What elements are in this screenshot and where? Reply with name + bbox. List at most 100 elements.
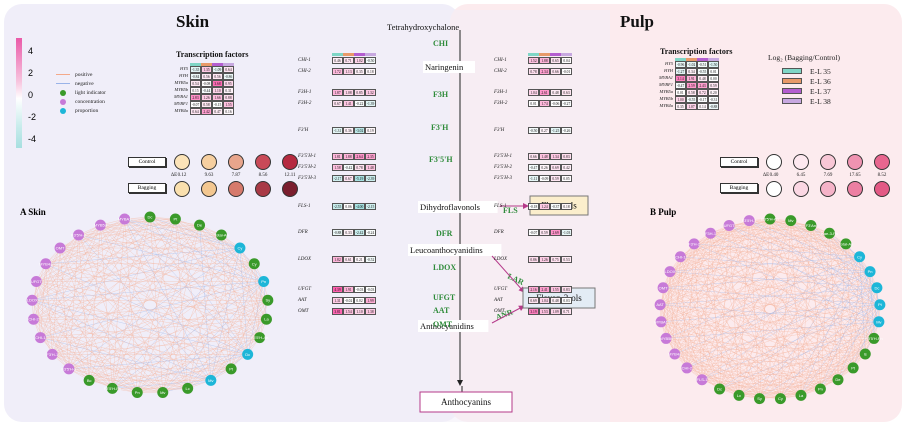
bagging-color-circle bbox=[174, 181, 190, 197]
network-edge bbox=[710, 233, 720, 390]
heatmap-cell: 2.42 bbox=[201, 108, 212, 115]
network-node-proportion bbox=[874, 299, 886, 311]
gene-label: LDOX bbox=[494, 257, 508, 262]
network-edge bbox=[738, 243, 847, 396]
network-edge bbox=[662, 287, 688, 368]
heatmap-cell: -0.42 bbox=[343, 164, 354, 171]
network-node-label: Dc bbox=[717, 386, 722, 391]
network-edge bbox=[665, 338, 760, 399]
network-edge bbox=[33, 319, 90, 381]
network-edge bbox=[60, 234, 222, 249]
heatmap-cell: -0.55 bbox=[697, 68, 708, 75]
gene-label: UFGT bbox=[298, 287, 312, 292]
legend-label: E-L 37 bbox=[810, 86, 831, 96]
network-edge bbox=[124, 218, 188, 389]
heatmap-cell: 1.04 bbox=[528, 89, 539, 96]
bagging-label: Bagging bbox=[128, 183, 166, 193]
network-edge bbox=[175, 218, 248, 355]
network-edge bbox=[837, 338, 875, 380]
heatmap-cell: -0.09 bbox=[539, 175, 550, 182]
network-edge bbox=[32, 218, 176, 301]
network-edge bbox=[78, 234, 232, 370]
gene-label: MYB4a bbox=[174, 108, 189, 113]
network-node-proportion bbox=[205, 374, 217, 386]
network-node-light bbox=[262, 294, 274, 306]
network-edge bbox=[661, 220, 791, 322]
heatmap-cell: 0.64 bbox=[190, 108, 201, 115]
heatmap-row: HY5-0.96-1.02-0.51-1.50 bbox=[645, 61, 719, 68]
legend-swatch bbox=[782, 98, 802, 104]
delta-e-value: 7.87 bbox=[231, 173, 241, 178]
legend-label: positive bbox=[75, 71, 93, 78]
network-edge bbox=[728, 225, 802, 396]
panel-letter: A bbox=[20, 207, 27, 217]
heatmap-cell: 1.82 bbox=[332, 256, 343, 263]
heatmap-cell: 1.34 bbox=[550, 153, 561, 160]
network-node-label: Mv bbox=[876, 319, 881, 324]
network-node-light bbox=[847, 362, 859, 374]
legend-item: concentration bbox=[56, 97, 106, 106]
network-edge bbox=[40, 216, 151, 338]
heatmap-cell: 0.95 bbox=[223, 80, 234, 87]
control-color-circle bbox=[820, 154, 836, 170]
gene-label: OMT bbox=[298, 309, 309, 314]
heatmap-cell: -2.17 bbox=[332, 175, 343, 182]
heatmap-cell: -0.03 bbox=[365, 286, 376, 293]
network-edge bbox=[36, 225, 101, 282]
series-color-strip bbox=[528, 53, 572, 56]
network-edge bbox=[663, 287, 854, 369]
network-edge bbox=[45, 247, 240, 264]
network-edge bbox=[680, 225, 730, 257]
control-color-circle bbox=[766, 154, 782, 170]
metabolite-label: Dihydroflavonols bbox=[420, 202, 480, 212]
heatmap-cell: 0.47 bbox=[212, 108, 223, 115]
network-edge bbox=[659, 304, 675, 355]
heatmap-cell: 0.59 bbox=[708, 82, 719, 89]
network-node-concentration bbox=[46, 348, 58, 360]
heatmap-cell: 0.31 bbox=[223, 87, 234, 94]
legend-dot bbox=[60, 107, 66, 114]
network-edge bbox=[68, 218, 125, 369]
legend-label: E-L 38 bbox=[810, 96, 831, 106]
pulp-network-title: B Pulp bbox=[650, 207, 676, 217]
network-edge bbox=[738, 220, 750, 396]
network-edge bbox=[738, 220, 791, 396]
heatmap-cell: 0.20 bbox=[708, 89, 719, 96]
network-edge bbox=[661, 321, 874, 339]
network-node-label: Pt bbox=[878, 302, 883, 307]
network-node-label: UFGT bbox=[724, 223, 735, 228]
heatmap-cell: -0.88 bbox=[708, 103, 719, 110]
network-node-concentration bbox=[723, 219, 735, 231]
control-color-circle bbox=[282, 154, 298, 170]
network-edge bbox=[686, 220, 750, 369]
network-edge bbox=[729, 225, 875, 339]
network-edge bbox=[719, 321, 879, 390]
network-node-concentration bbox=[681, 362, 693, 374]
network-edge bbox=[663, 233, 830, 288]
network-edge bbox=[666, 321, 879, 339]
network-node-label: F3H-1 bbox=[705, 231, 717, 236]
bagging-color-circle bbox=[766, 181, 782, 197]
heatmap-cell: 0.14 bbox=[697, 103, 708, 110]
heatmap-cell: 0.27 bbox=[539, 127, 550, 134]
network-edge bbox=[32, 247, 61, 301]
gene-label: F3H-2 bbox=[494, 101, 508, 106]
network-edge bbox=[40, 337, 211, 381]
network-edge bbox=[780, 271, 871, 399]
network-edge bbox=[662, 220, 750, 288]
heatmap-cell: -5.19 bbox=[354, 175, 365, 182]
heatmap-cell: 1.38 bbox=[365, 308, 376, 315]
delta-e-value: 8.56 bbox=[258, 173, 268, 178]
network-edge bbox=[100, 224, 255, 264]
